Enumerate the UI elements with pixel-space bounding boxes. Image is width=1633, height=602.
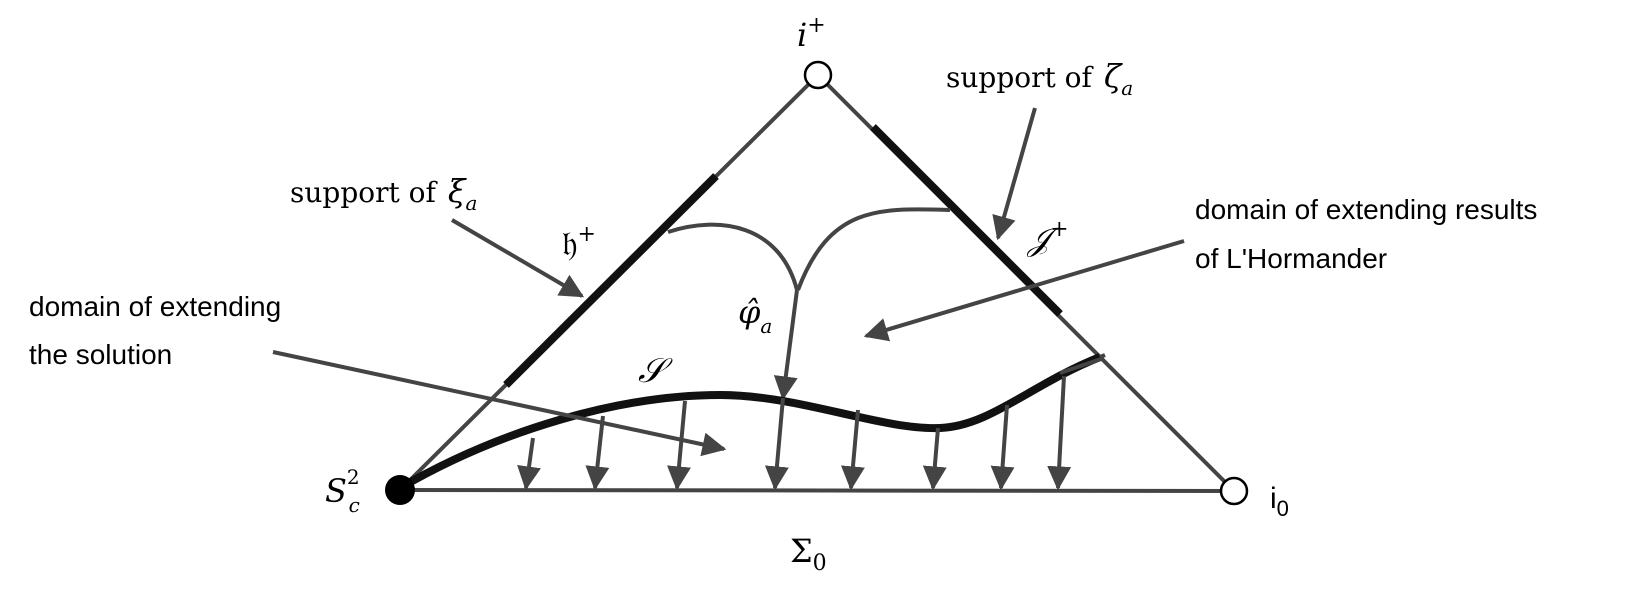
surface-s-label: 𝒮 — [638, 351, 673, 391]
horizon-label: 𝔥+ — [562, 222, 596, 264]
down-arrow-7 — [990, 404, 1015, 491]
down-arrow-4 — [764, 397, 789, 491]
zeta-pointer-arrow — [992, 107, 1037, 241]
domain-solution-label: domain of extending the solution — [29, 291, 289, 370]
phi-hat-arrow — [773, 289, 799, 401]
sigma0-label: Σ0 — [790, 532, 827, 576]
i-plus-point — [803, 60, 833, 90]
sigma0-edge — [399, 488, 1235, 493]
domain-lhormander-label: domain of extending results of L'Hormand… — [1195, 194, 1545, 274]
zeta-support-segment — [870, 124, 1063, 317]
down-arrow-6 — [922, 427, 947, 491]
i0-point — [1219, 476, 1249, 506]
sphere-point — [385, 475, 415, 505]
lhormander-pointer-arrow — [863, 239, 1185, 342]
i0-label: i0 — [1270, 482, 1289, 521]
solution-pointer-arrow — [272, 350, 727, 457]
surface-s-extension — [1059, 356, 1105, 375]
scri-to-phi-curve — [796, 207, 951, 291]
down-arrow-5 — [840, 409, 865, 491]
xi-support-segment — [503, 173, 719, 388]
down-arrow-2 — [585, 415, 610, 491]
phi-hat-label: φ̂a — [738, 293, 772, 338]
down-arrow-8 — [1047, 375, 1072, 491]
surface-s-tail — [1099, 353, 1106, 359]
horizon-to-phi-curve — [667, 222, 799, 291]
down-arrow-3 — [667, 400, 691, 491]
down-arrow-1 — [517, 437, 541, 491]
scri-label: 𝒥+ — [1026, 217, 1069, 258]
surface-s-curve — [397, 353, 1102, 492]
i-plus-label: i+ — [797, 13, 826, 54]
xi-pointer-arrow — [450, 218, 585, 298]
